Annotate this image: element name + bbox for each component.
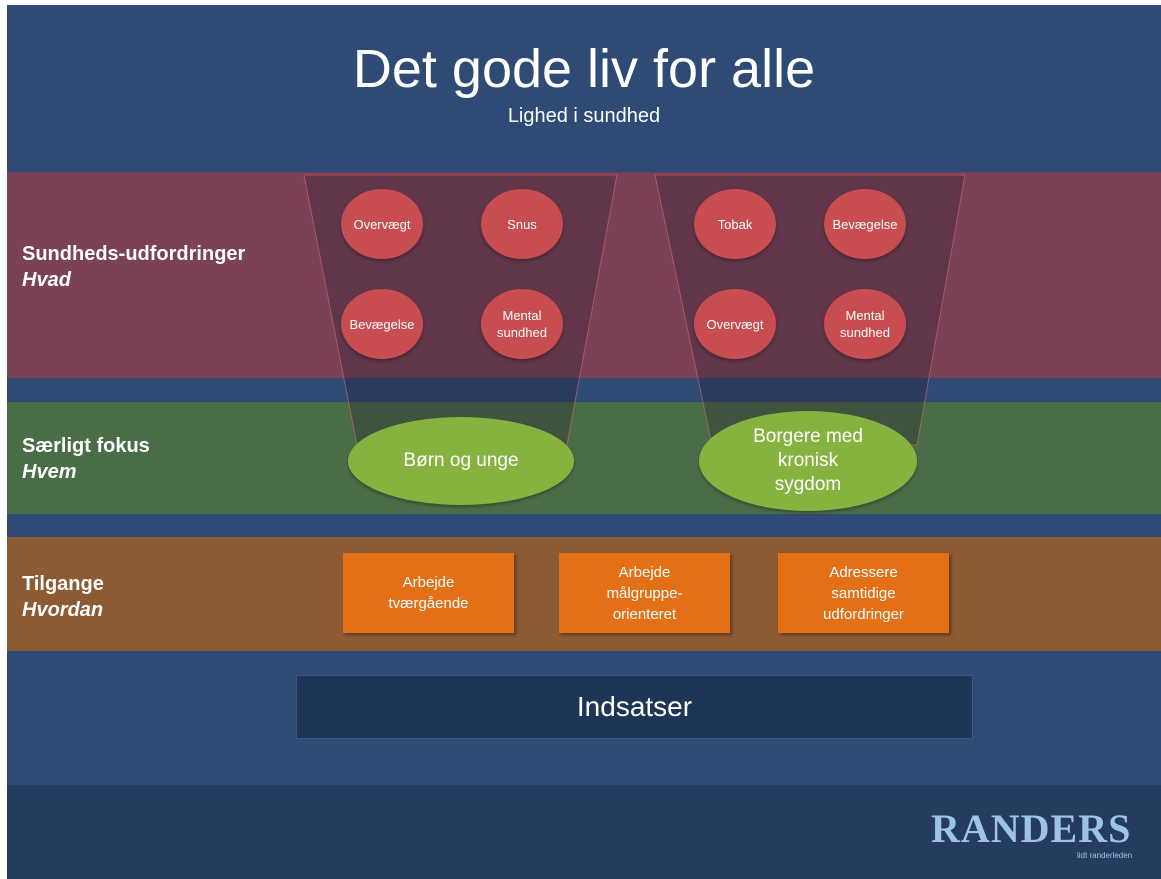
title-band	[7, 5, 1161, 170]
challenge-left-2: Snus	[481, 189, 563, 259]
challenge-left-1: Overvægt	[341, 189, 423, 259]
challenges-band	[7, 172, 1161, 378]
row-label-challenges-sub: Hvad	[22, 269, 71, 291]
focus-children: Børn og unge	[348, 417, 574, 505]
row-label-focus-sub: Hvem	[22, 461, 77, 483]
approach-3: Adressere samtidige udfordringer	[778, 553, 949, 633]
focus-band	[7, 402, 1161, 514]
logo-tagline: lidt randerleden	[1077, 851, 1133, 860]
randers-logo: RANDERS	[931, 806, 1132, 851]
indsatser-bar: Indsatser	[296, 675, 973, 739]
approach-2: Arbejde målgruppe-orienteret	[559, 553, 730, 633]
page-subtitle: Lighed i sundhed	[507, 105, 661, 127]
page-title: Det gode liv for alle	[352, 39, 816, 99]
challenge-right-4: Mental sundhed	[824, 289, 906, 359]
challenge-right-3: Overvægt	[694, 289, 776, 359]
focus-chronic: Borgere med kronisk sygdom	[699, 411, 917, 511]
row-label-approaches-sub: Hvordan	[22, 599, 104, 621]
row-label-focus-title: Særligt fokus	[22, 435, 150, 457]
challenge-left-4: Mental sundhed	[481, 289, 563, 359]
row-label-approaches: Tilgange Hvordan	[22, 571, 104, 623]
challenge-left-3: Bevægelse	[341, 289, 423, 359]
challenge-right-1: Tobak	[694, 189, 776, 259]
footer-band	[7, 785, 1161, 879]
approach-1: Arbejde tværgående	[343, 553, 514, 633]
challenge-right-2: Bevægelse	[824, 189, 906, 259]
row-label-challenges-title: Sundheds-udfordringer	[22, 243, 246, 265]
row-label-approaches-title: Tilgange	[22, 573, 104, 595]
row-label-focus: Særligt fokus Hvem	[22, 433, 150, 485]
row-label-challenges: Sundheds-udfordringer Hvad	[22, 241, 245, 293]
slide: Det gode liv for alle Lighed i sundhed S…	[7, 5, 1161, 879]
